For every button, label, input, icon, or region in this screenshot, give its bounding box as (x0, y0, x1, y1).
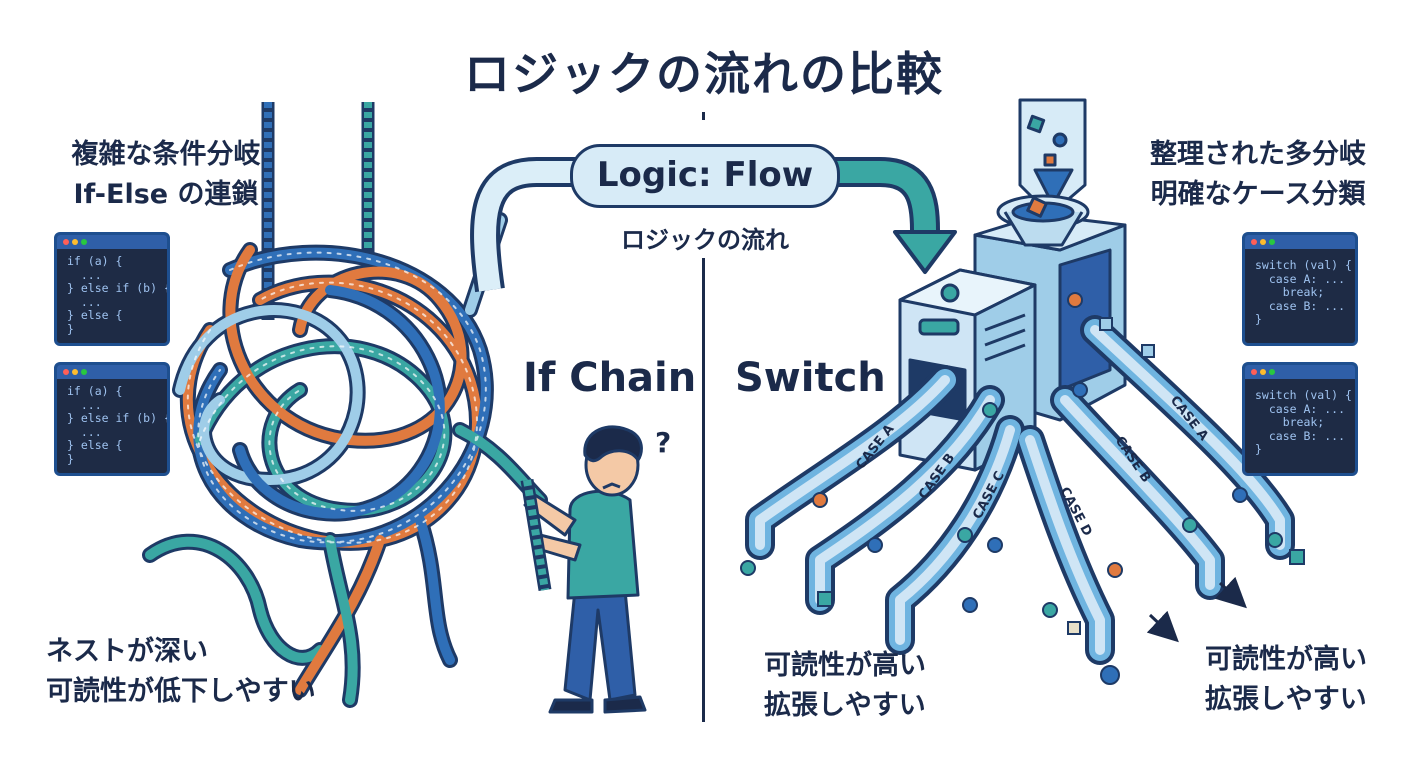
if-else-code-block-2: if (a) { ... } else if (b) { ... } else … (54, 362, 170, 476)
left-bottom-line2: 可読性が低下しやすい (46, 676, 316, 707)
case-chutes (745, 315, 1295, 665)
switch-label: Switch (735, 355, 886, 401)
logic-flow-subtitle: ロジックの流れ (621, 226, 789, 254)
right-bottom-line1: 可読性が高い (1205, 644, 1367, 675)
if-else-code-block-1: if (a) { ... } else if (b) { ... } else … (54, 232, 170, 346)
left-bottom-note: ネストが深い 可読性が低下しやすい (46, 632, 336, 712)
right-bottom-note: 可読性が高い 拡張しやすい (1205, 640, 1385, 720)
output-arrows (1146, 576, 1247, 643)
logic-flow-pill: Logic: Flow (570, 144, 840, 208)
if-else-code-1: if (a) { ... } else if (b) { ... } else … (67, 254, 170, 336)
switch-code-block-2: switch (val) { case A: ... break; case B… (1242, 362, 1358, 476)
confused-person (520, 425, 647, 714)
right-heading: 整理された多分岐 明確なケース分類 (1138, 135, 1378, 215)
right-bottom-line2: 拡張しやすい (1205, 684, 1367, 715)
question-mark: ? (655, 426, 671, 459)
if-else-code-2: if (a) { ... } else if (b) { ... } else … (67, 384, 170, 466)
center-divider (702, 112, 705, 722)
right-heading-line1: 整理された多分岐 (1150, 139, 1366, 170)
left-bottom-line1: ネストが深い (46, 636, 208, 667)
left-heading-line2: If-Else の連鎖 (73, 179, 259, 210)
hanging-ropes (261, 102, 375, 320)
case-balls (740, 292, 1305, 685)
if-chain-label: If Chain (523, 355, 697, 401)
logic-flow-arrow (470, 157, 957, 293)
left-heading: 複雑な条件分岐 If-Else の連鎖 (46, 135, 286, 215)
switch-code-block-1: switch (val) { case A: ... break; case B… (1242, 232, 1358, 346)
right-heading-line2: 明確なケース分類 (1150, 179, 1366, 210)
right-mid-bottom-line1: 可読性が高い (764, 650, 926, 681)
switch-code-2: switch (val) { case A: ... break; case B… (1255, 388, 1352, 456)
left-heading-line1: 複雑な条件分岐 (71, 139, 261, 170)
right-mid-bottom-line2: 拡張しやすい (764, 690, 926, 721)
tangled-rope-ball (142, 212, 548, 708)
right-mid-bottom-note: 可読性が高い 拡張しやすい (764, 646, 944, 726)
switch-code-1: switch (val) { case A: ... break; case B… (1255, 258, 1352, 326)
page-title: ロジックの流れの比較 (464, 47, 944, 101)
